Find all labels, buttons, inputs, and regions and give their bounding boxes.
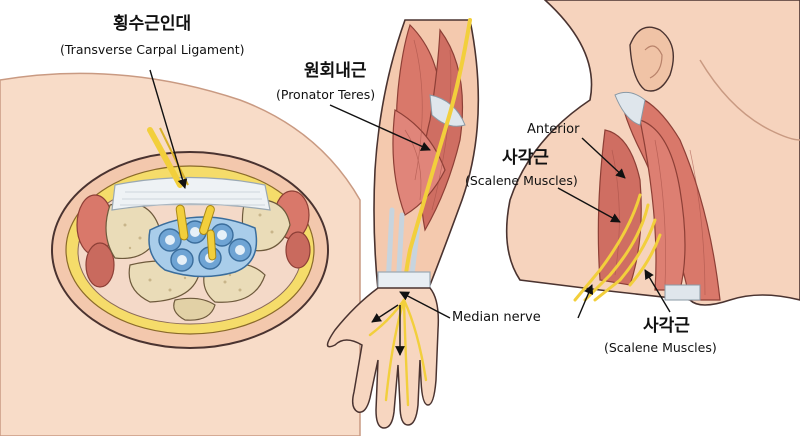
scalene-top-label-en: (Scalene Muscles) [465, 173, 578, 188]
brachial-plexus [573, 193, 662, 302]
median-nerve-label: Median nerve [452, 310, 541, 325]
ligament-pointer [149, 69, 188, 189]
neck-illustration [505, 0, 800, 319]
scalene-muscle [639, 119, 686, 291]
scalene-top-pointer [557, 187, 621, 223]
scalene-bottom-pointer-b [644, 269, 671, 313]
median-nerve-segment [147, 127, 183, 188]
forearm-illustration [326, 18, 480, 429]
median-nerve [402, 18, 472, 302]
carpal-ligament-label-en: (Transverse Carpal Ligament) [60, 42, 245, 57]
scalene-bottom-label-ko: 사각근 [643, 316, 690, 336]
scalene-bottom-label-en: (Scalene Muscles) [604, 340, 717, 355]
wrist-cross-section [0, 69, 361, 436]
anterior-pointer [581, 137, 626, 179]
median-nerve-pointer [399, 291, 451, 319]
scalene-top-label-ko: 사각근 [502, 148, 549, 168]
carpal-ligament-label-ko: 횡수근인대 [113, 14, 192, 34]
anterior-label: Anterior [527, 122, 580, 137]
ear [629, 26, 674, 92]
pronator-label-en: (Pronator Teres) [276, 87, 376, 102]
hand [326, 287, 440, 429]
pronator-pointer [329, 104, 431, 151]
pronator-label-ko: 원회내근 [304, 61, 367, 81]
transverse-carpal-ligament [111, 176, 271, 211]
scalene-bottom-pointer-a [577, 284, 594, 319]
